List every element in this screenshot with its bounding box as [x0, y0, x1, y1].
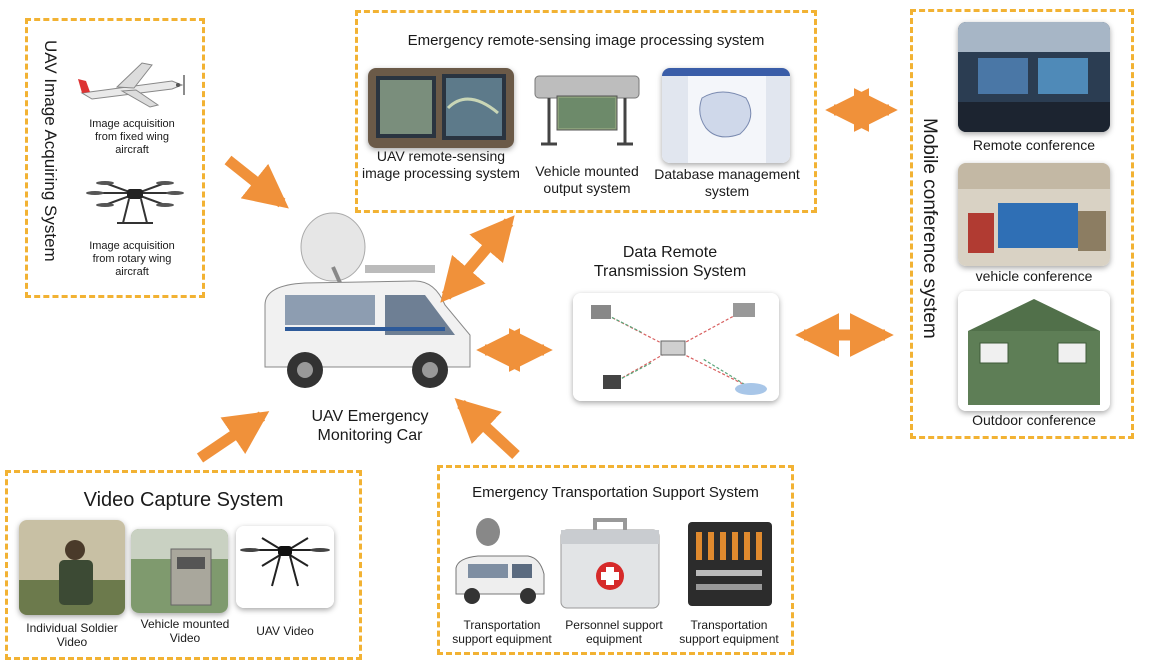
toolbox-image	[684, 518, 776, 610]
transport-item-2: Transportation support equipment	[679, 618, 779, 647]
plotter-printer-image	[527, 68, 647, 148]
network-topology-image	[573, 293, 779, 401]
vehicle-mounted-video-image	[131, 529, 228, 613]
video-item-0: Individual Soldier Video	[26, 621, 118, 650]
fixed-wing-caption: Image acquisition from fixed wing aircra…	[89, 118, 175, 157]
processing-item-1: Vehicle mounted output system	[535, 163, 639, 196]
data-transmission-title: Data Remote Transmission System	[593, 244, 747, 281]
transport-item-0: Transportation support equipment	[452, 618, 552, 647]
conference-system-title: Mobile conference system	[919, 118, 940, 339]
outdoor-conference-tent-image	[958, 291, 1110, 411]
video-system-box	[5, 470, 362, 660]
conference-item-1: vehicle conference	[975, 268, 1093, 284]
conference-item-2: Outdoor conference	[972, 412, 1096, 428]
monitoring-car-title: UAV Emergency Monitoring Car	[311, 408, 429, 445]
first-aid-kit-image	[557, 512, 663, 612]
processing-system-title: Emergency remote-sensing image processin…	[407, 32, 765, 49]
transport-van-image	[448, 510, 548, 610]
video-item-2: UAV Video	[256, 624, 314, 638]
conference-system-box	[910, 9, 1134, 439]
transport-system-box	[437, 465, 794, 655]
soldier-video-image	[19, 520, 125, 615]
transport-item-1: Personnel support equipment	[565, 618, 663, 647]
arrow-transport-to-car	[454, 398, 520, 460]
processing-system-box	[355, 10, 817, 213]
conference-item-0: Remote conference	[972, 137, 1096, 153]
transport-system-title: Emergency Transportation Support System	[472, 484, 759, 501]
uav-video-image	[236, 526, 334, 608]
uav-system-box	[25, 18, 205, 298]
processing-item-2: Database management system	[654, 166, 800, 199]
video-system-title: Video Capture System	[83, 489, 284, 511]
uav-system-title: UAV Image Acquiring System	[41, 40, 60, 262]
arrow-video-to-car	[196, 411, 270, 463]
remote-conference-image	[958, 22, 1110, 132]
vehicle-conference-image	[958, 163, 1110, 266]
monitoring-car-image	[245, 195, 475, 400]
processing-item-0: UAV remote-sensing image processing syst…	[362, 148, 520, 181]
image-processing-screens-image	[368, 68, 514, 148]
arrow-car-processing	[440, 215, 515, 303]
video-item-1: Vehicle mounted Video	[140, 617, 230, 646]
arrow-uav-to-car	[224, 155, 289, 209]
rotary-wing-caption: Image acquisition from rotary wing aircr…	[89, 240, 175, 279]
fixed-wing-aircraft-image	[72, 55, 192, 115]
rotary-wing-aircraft-image	[85, 175, 185, 235]
database-screen-image	[662, 68, 790, 163]
